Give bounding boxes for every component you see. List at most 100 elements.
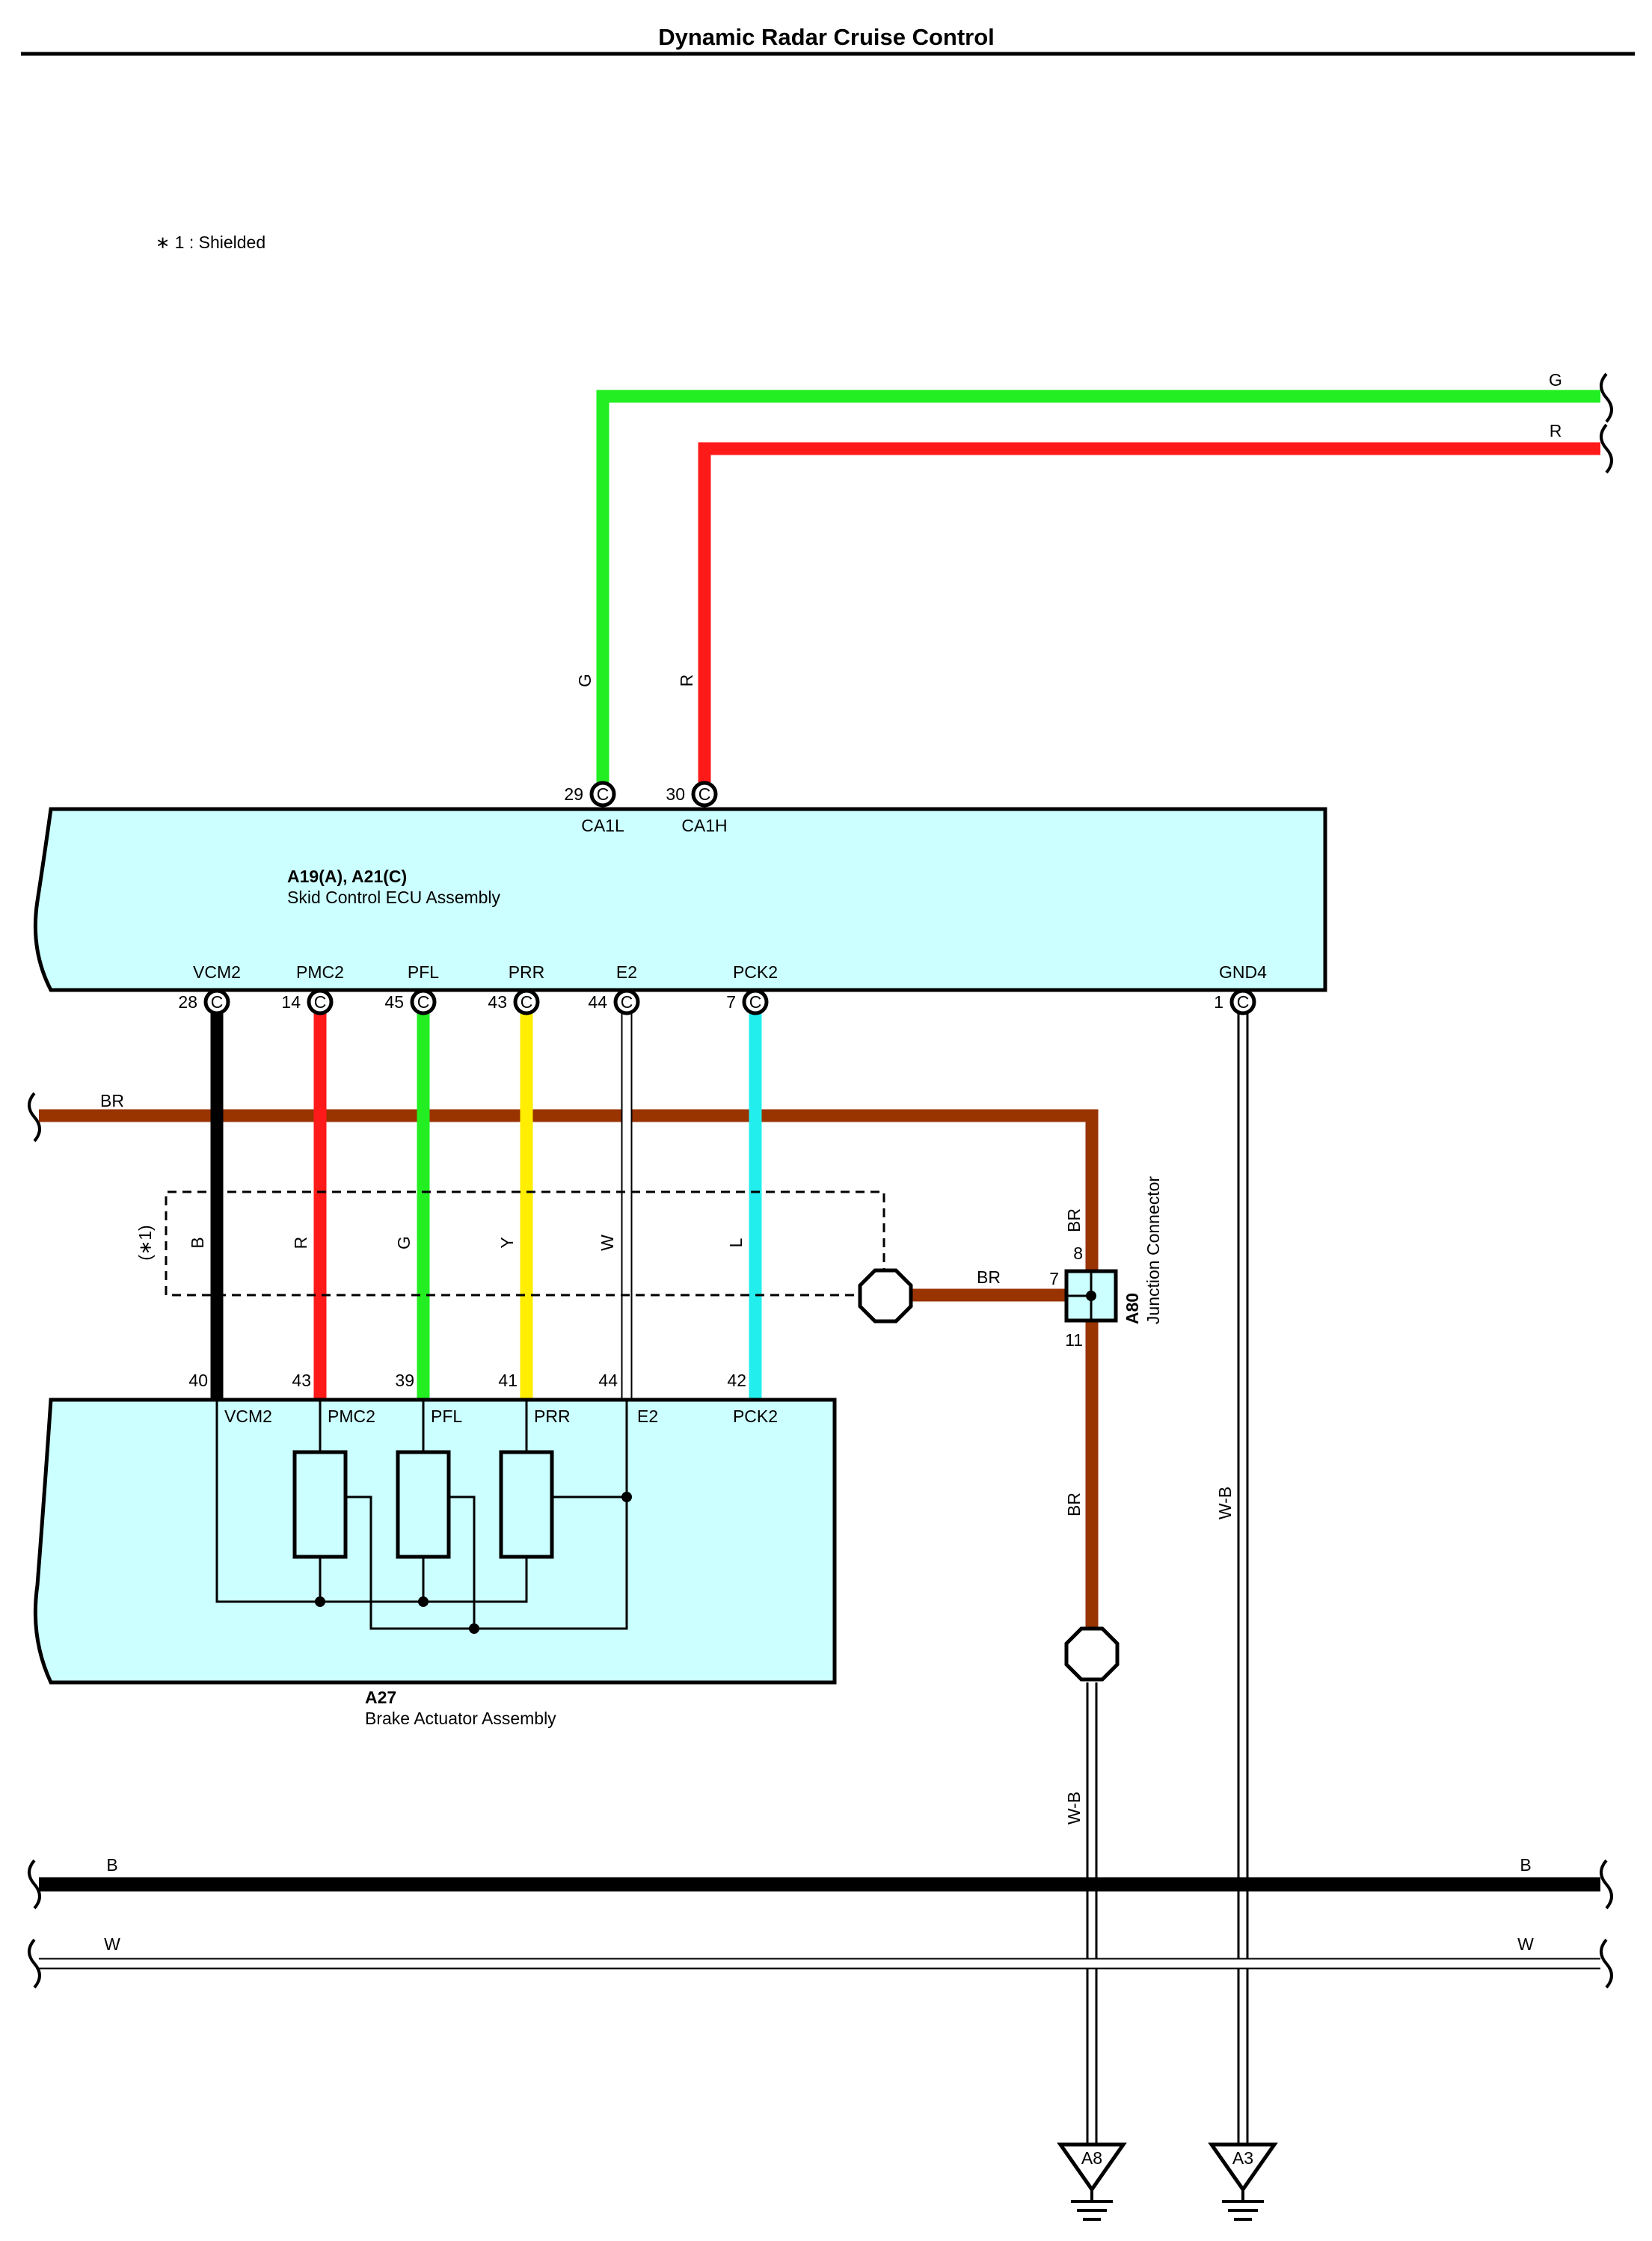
wire-ca1h-red	[698, 442, 1600, 793]
circuit-e2-b	[449, 1495, 476, 1629]
wire-label-br-left: BR	[100, 1091, 124, 1110]
pin-number: 44	[588, 992, 607, 1012]
wire-label-l: L	[726, 1238, 746, 1247]
ecu-name: Skid Control ECU Assembly	[287, 888, 501, 907]
break-mark-w-right	[1600, 1938, 1613, 1989]
wire-label-br-upper: BR	[1064, 1208, 1084, 1232]
splice-dot	[621, 1492, 632, 1502]
pin-signal: VCM2	[193, 962, 241, 982]
act-pin-signal: E2	[637, 1407, 658, 1426]
act-pin-signal: PRR	[534, 1407, 571, 1426]
pin-signal: E2	[616, 962, 637, 982]
wire-label-b-left: B	[106, 1855, 117, 1875]
shield-label: (∗1)	[135, 1225, 155, 1260]
ecu-pin-vcm2: C 28 VCM2	[178, 962, 241, 1015]
pin-signal: PFL	[408, 962, 439, 982]
break-mark-b-left	[28, 1859, 41, 1910]
wire-label-b-right: B	[1520, 1855, 1531, 1875]
junction-code: A80	[1123, 1293, 1142, 1324]
act-pin-signal: PCK2	[733, 1407, 778, 1426]
ground-a8: A8	[1057, 2142, 1127, 2221]
connector-letter: C	[597, 784, 609, 804]
act-pin-signal: PMC2	[328, 1407, 375, 1426]
connector-letter: C	[521, 992, 533, 1012]
pin-signal: PCK2	[733, 962, 778, 982]
wire-label-g-vert: G	[575, 674, 595, 687]
break-mark-r	[1600, 423, 1613, 474]
ground-label: A8	[1081, 2148, 1102, 2168]
ecu-pin-ca1l: C 29 CA1L	[564, 781, 624, 835]
pin-signal: CA1H	[681, 816, 727, 835]
pin-number: 30	[666, 784, 685, 804]
wire-label-w: W	[598, 1235, 617, 1251]
pin-circle	[410, 989, 437, 1015]
act-pin-number: 42	[727, 1371, 746, 1390]
pin-signal: PMC2	[296, 962, 344, 982]
actuator-block	[33, 1398, 837, 1685]
ecu-pin-pck2: C 7 PCK2	[726, 962, 778, 1015]
wire-label-r-vert: R	[677, 674, 696, 687]
pin-circle	[1229, 989, 1256, 1015]
pin-signal: CA1L	[581, 816, 624, 835]
pin-circle	[589, 781, 616, 808]
solenoid-prr	[499, 1450, 554, 1559]
solenoid-pmc2	[292, 1450, 348, 1559]
act-pin-number: 40	[188, 1371, 208, 1390]
connector-letter: C	[749, 992, 762, 1012]
act-pin-number: 44	[598, 1371, 618, 1390]
break-mark-g	[1600, 372, 1613, 423]
splice-dot	[469, 1623, 479, 1634]
circuit-e2-a	[346, 1400, 628, 1630]
pin-circle	[742, 989, 769, 1015]
break-mark-b-right	[1600, 1859, 1613, 1910]
ecu-block	[33, 807, 1327, 992]
shield-box	[165, 1190, 885, 1297]
ecu-pin-e2: C 44 E2	[588, 962, 640, 1015]
ground-splice	[1064, 1626, 1120, 1682]
wire-label-r-top: R	[1550, 421, 1562, 440]
ground-triangle	[1208, 2142, 1278, 2193]
wire-label-b: B	[188, 1237, 207, 1248]
ecu-pin-ca1h: C 30 CA1H	[666, 781, 728, 835]
solenoid-pfl	[396, 1450, 451, 1559]
pin-circle	[513, 989, 540, 1015]
pin-signal: GND4	[1219, 962, 1267, 982]
shielded-note: ∗ 1 : Shielded	[156, 233, 265, 252]
wire-label-w-left: W	[104, 1934, 120, 1954]
wire-label-g: G	[394, 1236, 414, 1249]
shield-splice	[858, 1268, 913, 1324]
act-pin-signal: PFL	[431, 1407, 462, 1426]
ecu-pin-gnd4: C 1 GND4	[1214, 962, 1267, 1015]
pin-circle	[691, 781, 718, 808]
act-pin-number: 43	[292, 1371, 311, 1390]
ecu-code: A19(A), A21(C)	[287, 867, 407, 886]
connector-letter: C	[211, 992, 224, 1012]
ecu-pin-pfl: C 45 PFL	[384, 962, 439, 1015]
page-title: Dynamic Radar Cruise Control	[658, 24, 995, 50]
connector-letter: C	[1237, 992, 1250, 1012]
break-mark-w-left	[28, 1938, 41, 1989]
wire-label-wb-a8: W-B	[1064, 1792, 1084, 1825]
junction-pin-7: 7	[1049, 1269, 1059, 1288]
connector-letter: C	[417, 992, 430, 1012]
actuator-internal-circuit	[215, 1400, 628, 1630]
break-mark-br	[28, 1092, 41, 1143]
connector-letter: C	[621, 992, 633, 1012]
pin-number: 29	[564, 784, 583, 804]
ground-triangle	[1057, 2142, 1127, 2193]
pin-number: 7	[726, 992, 736, 1012]
wire-label-y: Y	[497, 1237, 517, 1248]
wire-label-r: R	[291, 1237, 310, 1249]
wire-label-wb-gnd4: W-B	[1215, 1487, 1235, 1519]
pin-number: 43	[488, 992, 507, 1012]
actuator-name: Brake Actuator Assembly	[365, 1709, 556, 1728]
act-pin-signal: VCM2	[224, 1407, 272, 1426]
junction-name: Junction Connector	[1143, 1176, 1163, 1325]
pin-number: 28	[178, 992, 197, 1012]
connector-letter: C	[314, 992, 327, 1012]
ecu-pin-prr: C 43 PRR	[488, 962, 544, 1015]
ground-a3: A3	[1208, 2142, 1278, 2221]
pin-number: 14	[281, 992, 301, 1012]
ecu-pin-pmc2: C 14 PMC2	[281, 962, 344, 1015]
wire-br-main	[39, 1109, 1099, 1653]
